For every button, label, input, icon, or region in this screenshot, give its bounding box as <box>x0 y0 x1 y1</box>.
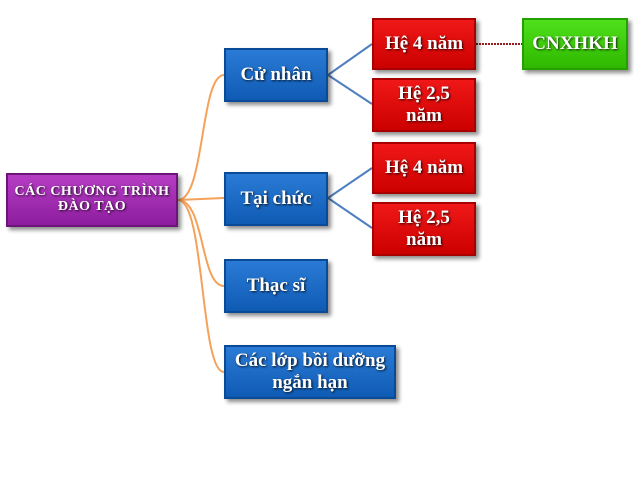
node-cu-nhan-he-25-nam: Hệ 2,5 năm <box>372 78 476 132</box>
node-thac-si: Thạc sĩ <box>224 259 328 313</box>
node-tai-chuc-he-4-nam: Hệ 4 năm <box>372 142 476 194</box>
node-boi-duong: Các lớp bồi dưỡng ngắn hạn <box>224 345 396 399</box>
connector-root-cu-nhan <box>177 74 225 201</box>
connector-cu-nhan-he25 <box>327 74 373 105</box>
node-tai-chuc-he-25-nam: Hệ 2,5 năm <box>372 202 476 256</box>
node-cnxhkh: CNXHKH <box>522 18 628 70</box>
node-tai-chuc: Tại chức <box>224 172 328 226</box>
connector-tai-chuc-he25 <box>327 197 373 229</box>
connector-root-thac-si <box>177 199 225 287</box>
root-node: CÁC CHƯƠNG TRÌNH ĐÀO TẠO <box>6 173 178 227</box>
connector-root-tai-chuc <box>177 197 225 201</box>
node-cu-nhan-he-4-nam: Hệ 4 năm <box>372 18 476 70</box>
node-cu-nhan: Cử nhân <box>224 48 328 102</box>
connector-cu-nhan-he4 <box>327 43 373 76</box>
connector-root-boi-duong <box>177 199 225 373</box>
connector-tai-chuc-he4 <box>327 167 373 199</box>
